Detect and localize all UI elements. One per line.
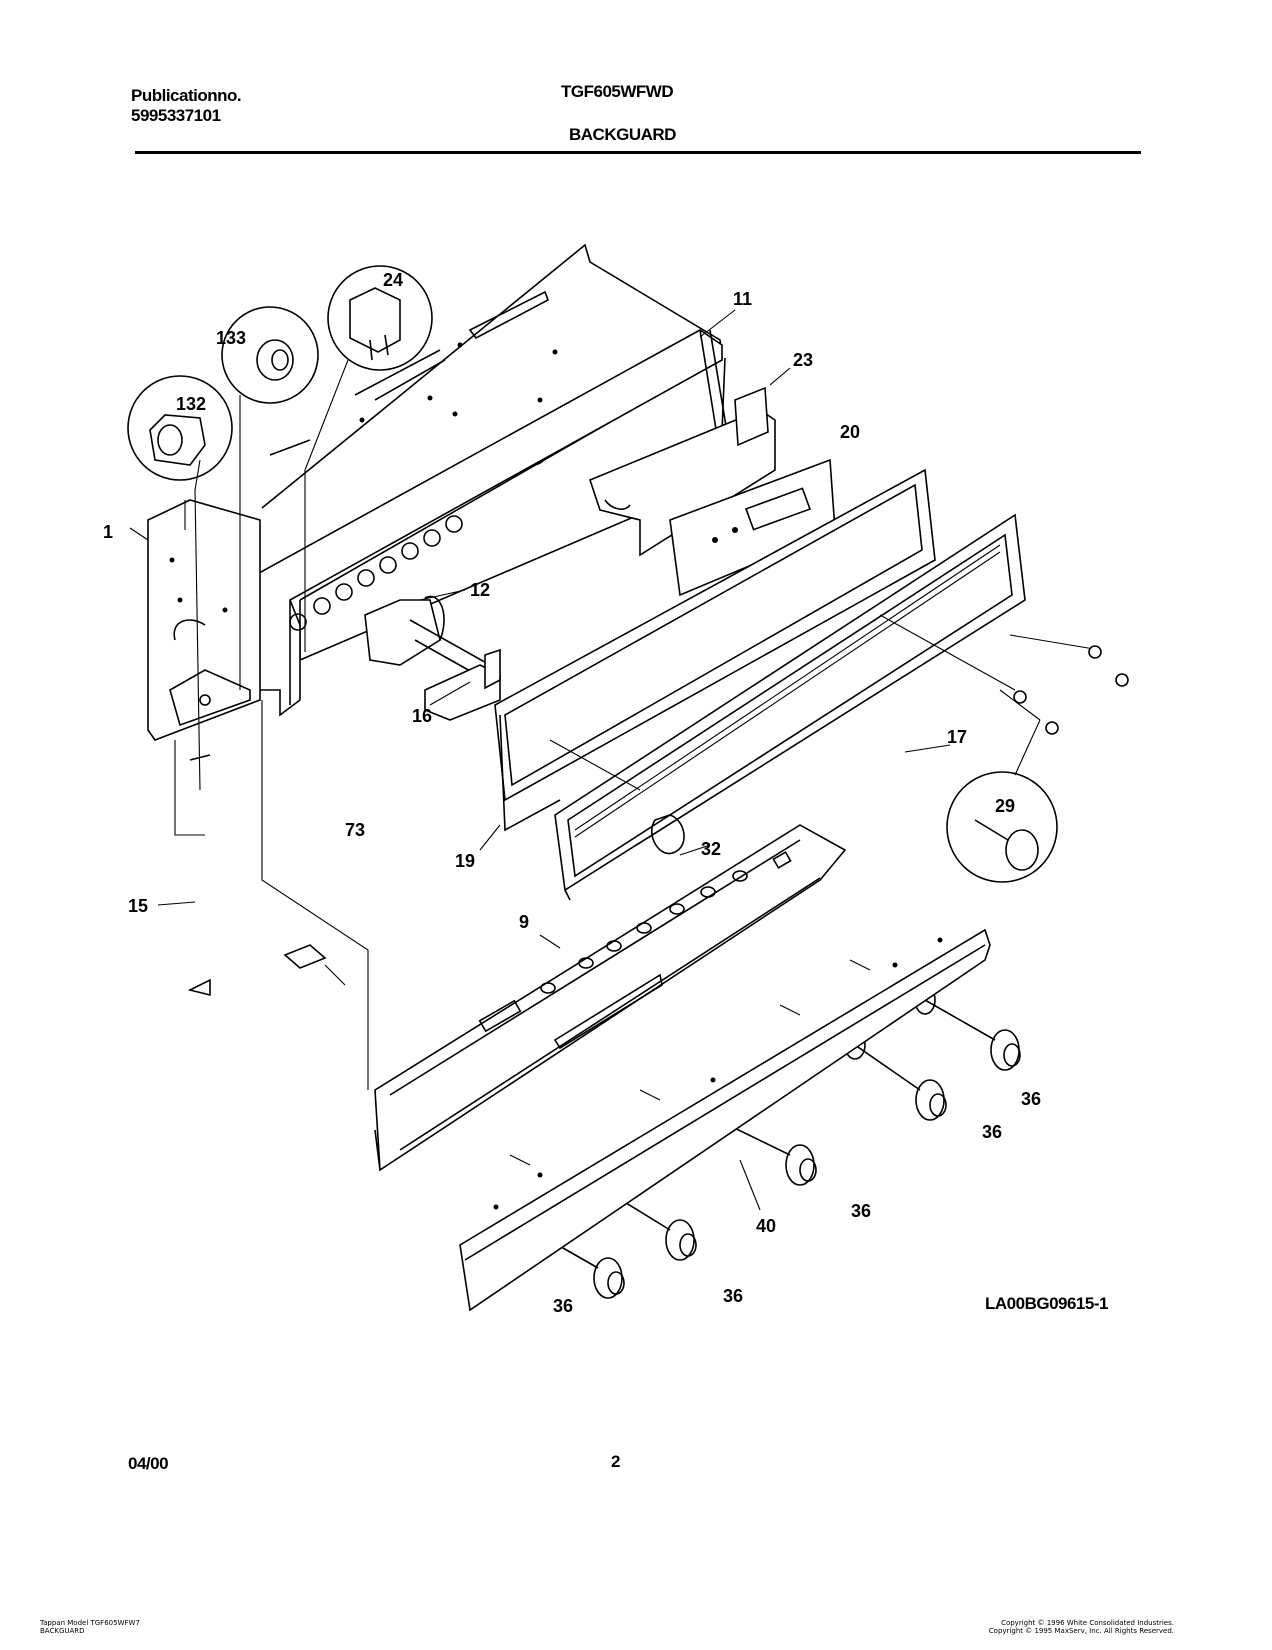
model-caption-line1: Tappan Model TGF605WFW7: [40, 1619, 140, 1627]
model-caption-line2: BACKGUARD: [40, 1627, 85, 1635]
callout-40: 40: [756, 1216, 776, 1236]
footer-date: 04/00: [128, 1454, 169, 1473]
callout-132: 132: [176, 394, 206, 414]
callouts: 1 9 11 12 15 16 17 19 20 23 24 29 32 36 …: [103, 270, 1041, 1316]
callout-20: 20: [840, 422, 860, 442]
callout-36-a: 36: [1021, 1089, 1041, 1109]
callout-36-e: 36: [553, 1296, 573, 1316]
callout-11: 11: [733, 289, 752, 309]
publication-label: Publicationno.: [131, 86, 242, 105]
gasket: [499, 714, 561, 832]
detail-circle-29: [946, 771, 1058, 883]
callout-16: 16: [412, 706, 432, 726]
detail-circle-133: [221, 306, 319, 404]
publication-number: 5995337101: [131, 106, 221, 125]
switch-assembly: [364, 595, 501, 721]
copyright-line2: Copyright © 1995 MaxServ, Inc. All Right…: [988, 1627, 1174, 1635]
callout-9: 9: [519, 912, 529, 932]
detail-circle-132: [127, 375, 233, 481]
callout-15: 15: [128, 896, 148, 916]
left-end-cap: [147, 499, 261, 741]
page-number: 2: [611, 1452, 620, 1471]
header-rule: [135, 151, 1141, 154]
callout-12: 12: [470, 580, 490, 600]
callout-23: 23: [793, 350, 813, 370]
detail-circle-24: [327, 265, 433, 371]
control-panel-frame: [494, 468, 1026, 901]
front-trim-panel: [459, 928, 991, 1312]
callout-36-b: 36: [982, 1122, 1002, 1142]
leader-lines: [129, 309, 1129, 1211]
copyright-line1: Copyright © 1996 White Consolidated Indu…: [1001, 1619, 1174, 1627]
control-panel: [374, 824, 847, 1172]
section-title: BACKGUARD: [569, 125, 676, 144]
callout-32: 32: [701, 839, 721, 859]
clock-bracket: [589, 386, 836, 597]
callout-133: 133: [216, 328, 246, 348]
callout-36-d: 36: [723, 1286, 743, 1306]
model-number: TGF605WFWD: [561, 82, 674, 101]
control-knobs: [524, 985, 1021, 1299]
callout-36-c: 36: [851, 1201, 871, 1221]
callout-17: 17: [947, 727, 967, 747]
drawing-id: LA00BG09615-1: [985, 1294, 1108, 1313]
callout-19: 19: [455, 851, 475, 871]
callout-29: 29: [995, 796, 1015, 816]
callout-24: 24: [383, 270, 403, 290]
callout-73: 73: [345, 820, 365, 840]
callout-1: 1: [103, 522, 113, 542]
